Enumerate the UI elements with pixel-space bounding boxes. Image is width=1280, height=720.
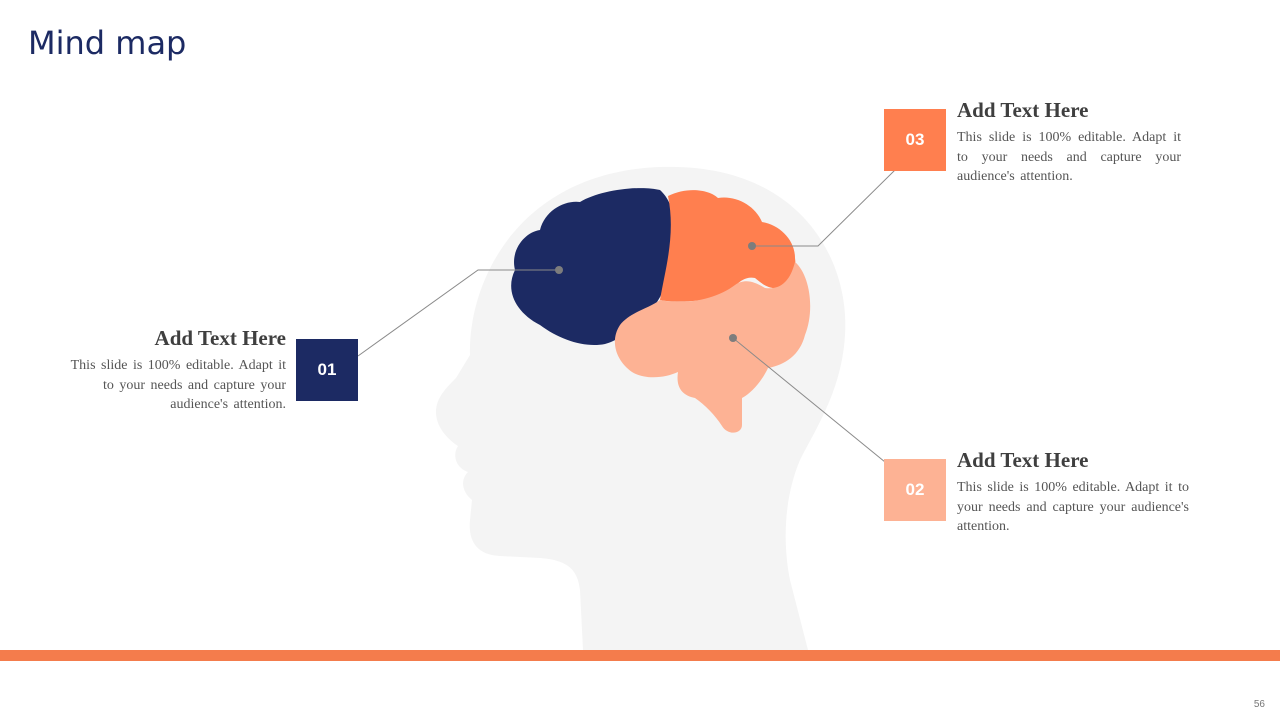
text-block-01: Add Text Here This slide is 100% editabl… <box>62 326 286 415</box>
description-03: This slide is 100% editable. Adapt it to… <box>957 130 1181 185</box>
page-number: 56 <box>1253 699 1265 710</box>
number-box-03: 03 <box>884 109 946 171</box>
brain-temporal-lobe <box>614 262 811 433</box>
number-label-02: 02 <box>905 480 925 499</box>
text-block-02: Add Text Here This slide is 100% editabl… <box>957 448 1189 537</box>
brain-parietal-lobe <box>660 190 796 302</box>
slide-title: Mind map <box>28 24 187 62</box>
brain-frontal-lobe <box>511 188 675 346</box>
footer-bar <box>0 650 1280 661</box>
heading-01: Add Text Here <box>154 326 286 350</box>
description-02: This slide is 100% editable. Adapt it to… <box>957 480 1189 535</box>
description-01: This slide is 100% editable. Adapt it to… <box>70 358 286 413</box>
connector-dot-03 <box>748 242 756 250</box>
connector-line-02 <box>732 337 886 463</box>
number-label-01: 01 <box>317 360 337 379</box>
connector-line-01 <box>357 269 559 357</box>
heading-02: Add Text Here <box>957 448 1089 472</box>
connector-dot-02 <box>729 334 737 342</box>
number-box-01: 01 <box>296 339 358 401</box>
text-block-03: Add Text Here This slide is 100% editabl… <box>957 98 1181 187</box>
heading-03: Add Text Here <box>957 98 1089 122</box>
number-box-02: 02 <box>884 459 946 521</box>
connector-dot-01 <box>555 266 563 274</box>
number-label-03: 03 <box>905 130 925 149</box>
connector-line-03 <box>752 169 896 247</box>
